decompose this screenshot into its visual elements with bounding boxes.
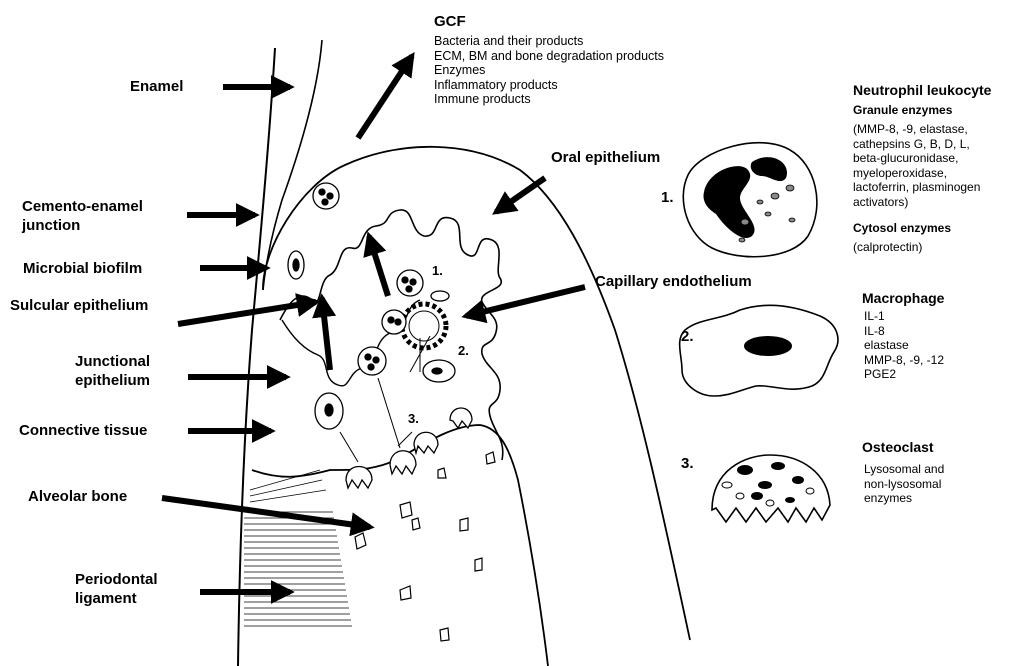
label-connective-tissue: Connective tissue [19,421,147,440]
granule-enzymes-list: (MMP-8, -9, elastase, cathepsins G, B, D… [853,122,980,209]
pdl-hatching [244,470,352,626]
label-cej-line2: junction [22,216,143,235]
osteoclast-list: Lysosomal and non-lysosomal enzymes [864,462,944,506]
osteoclast-drawing [712,455,830,522]
osteoclast-number: 3. [681,455,694,472]
cell-number-1: 1. [432,263,443,278]
granule-item: lactoferrin, plasminogen [853,180,980,195]
label-oral-epithelium: Oral epithelium [551,148,660,167]
osteoclast-title: Osteoclast [862,439,934,455]
label-cej: Cemento-enamel junction [22,197,143,235]
gcf-item: Inflammatory products [434,78,664,93]
label-pdl-line2: ligament [75,589,158,608]
label-sulcular-epithelium: Sulcular epithelium [10,296,148,315]
granule-item: activators) [853,195,980,210]
osteoclast-item: non-lysosomal [864,477,944,492]
granule-item: myeloperoxidase, [853,166,980,181]
macrophage-title: Macrophage [862,290,944,306]
macrophage-item: PGE2 [864,367,944,382]
capillary [402,304,446,348]
gcf-item: Enzymes [434,63,664,78]
label-junctional-line1: Junctional [75,352,150,371]
cytosol-enzymes-list: (calprotectin) [853,240,922,255]
label-junctional-line2: epithelium [75,371,150,390]
macrophage-item: MMP-8, -9, -12 [864,353,944,368]
macrophage-item: IL-1 [864,309,944,324]
label-enamel: Enamel [130,77,183,96]
label-cej-line1: Cemento-enamel [22,197,143,216]
gcf-list: Bacteria and their products ECM, BM and … [434,34,664,107]
osteoclast-item: enzymes [864,491,944,506]
label-alveolar-bone: Alveolar bone [28,487,127,506]
gcf-item: ECM, BM and bone degradation products [434,49,664,64]
neutrophil-number: 1. [661,189,674,206]
label-pdl-line1: Periodontal [75,570,158,589]
granule-item: (MMP-8, -9, elastase, [853,122,980,137]
granule-item: cathepsins G, B, D, L, [853,137,980,152]
label-junctional-epithelium: Junctional epithelium [75,352,150,390]
tooth-surface-line [238,48,275,666]
macrophage-drawing [680,305,838,396]
macrophage-item: elastase [864,338,944,353]
cytosol-item: (calprotectin) [853,240,922,255]
granule-item: beta-glucuronidase, [853,151,980,166]
osteoclast-item: Lysosomal and [864,462,944,477]
cell-number-3: 3. [408,411,419,426]
neutrophil-title: Neutrophil leukocyte [853,82,991,98]
gcf-item: Bacteria and their products [434,34,664,49]
cell-number-2: 2. [458,343,469,358]
granule-enzymes-header: Granule enzymes [853,103,952,117]
arrows [162,56,585,592]
label-microbial-biofilm: Microbial biofilm [23,259,142,278]
label-periodontal-ligament: Periodontal ligament [75,570,158,608]
neutrophil-drawing [683,143,817,257]
cytosol-enzymes-header: Cytosol enzymes [853,221,951,235]
macrophage-list: IL-1 IL-8 elastase MMP-8, -9, -12 PGE2 [864,309,944,382]
macrophage-item: IL-8 [864,324,944,339]
bone-fragments [355,452,495,641]
macrophage-number: 2. [681,328,694,345]
gcf-item: Immune products [434,92,664,107]
label-capillary-endothelium: Capillary endothelium [595,272,752,291]
gcf-title: GCF [434,13,466,30]
